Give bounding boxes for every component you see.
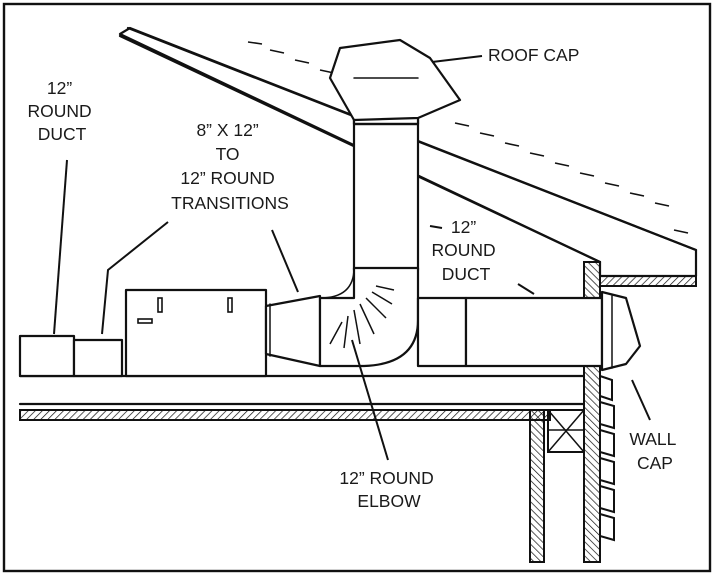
fan-box: [124, 288, 268, 378]
wall-cap-label: WALL CAP: [629, 429, 680, 473]
right-duct: [416, 296, 604, 368]
elbow-label: 12” ROUND ELBOW: [339, 468, 438, 511]
labels: ROOF CAP 12” ROUND DUCT 8” X 12” TO 12” …: [27, 45, 680, 511]
wall-cap: [600, 290, 642, 372]
left-duct: [18, 334, 124, 378]
left-duct-label: 12” ROUND DUCT: [27, 78, 96, 144]
soffit: [599, 275, 697, 287]
roof-shingles: [247, 41, 689, 234]
elbow: [318, 266, 420, 368]
roof-cap-label: ROOF CAP: [488, 45, 579, 65]
ceiling-joist: [18, 374, 586, 421]
siding: [599, 374, 615, 542]
leader-lines: [53, 55, 651, 461]
transitions-label: 8” X 12” TO 12” ROUND TRANSITIONS: [171, 120, 289, 213]
roof-cap: [328, 38, 462, 122]
right-duct-label: 12” ROUND DUCT: [431, 217, 500, 284]
transition: [264, 294, 322, 368]
